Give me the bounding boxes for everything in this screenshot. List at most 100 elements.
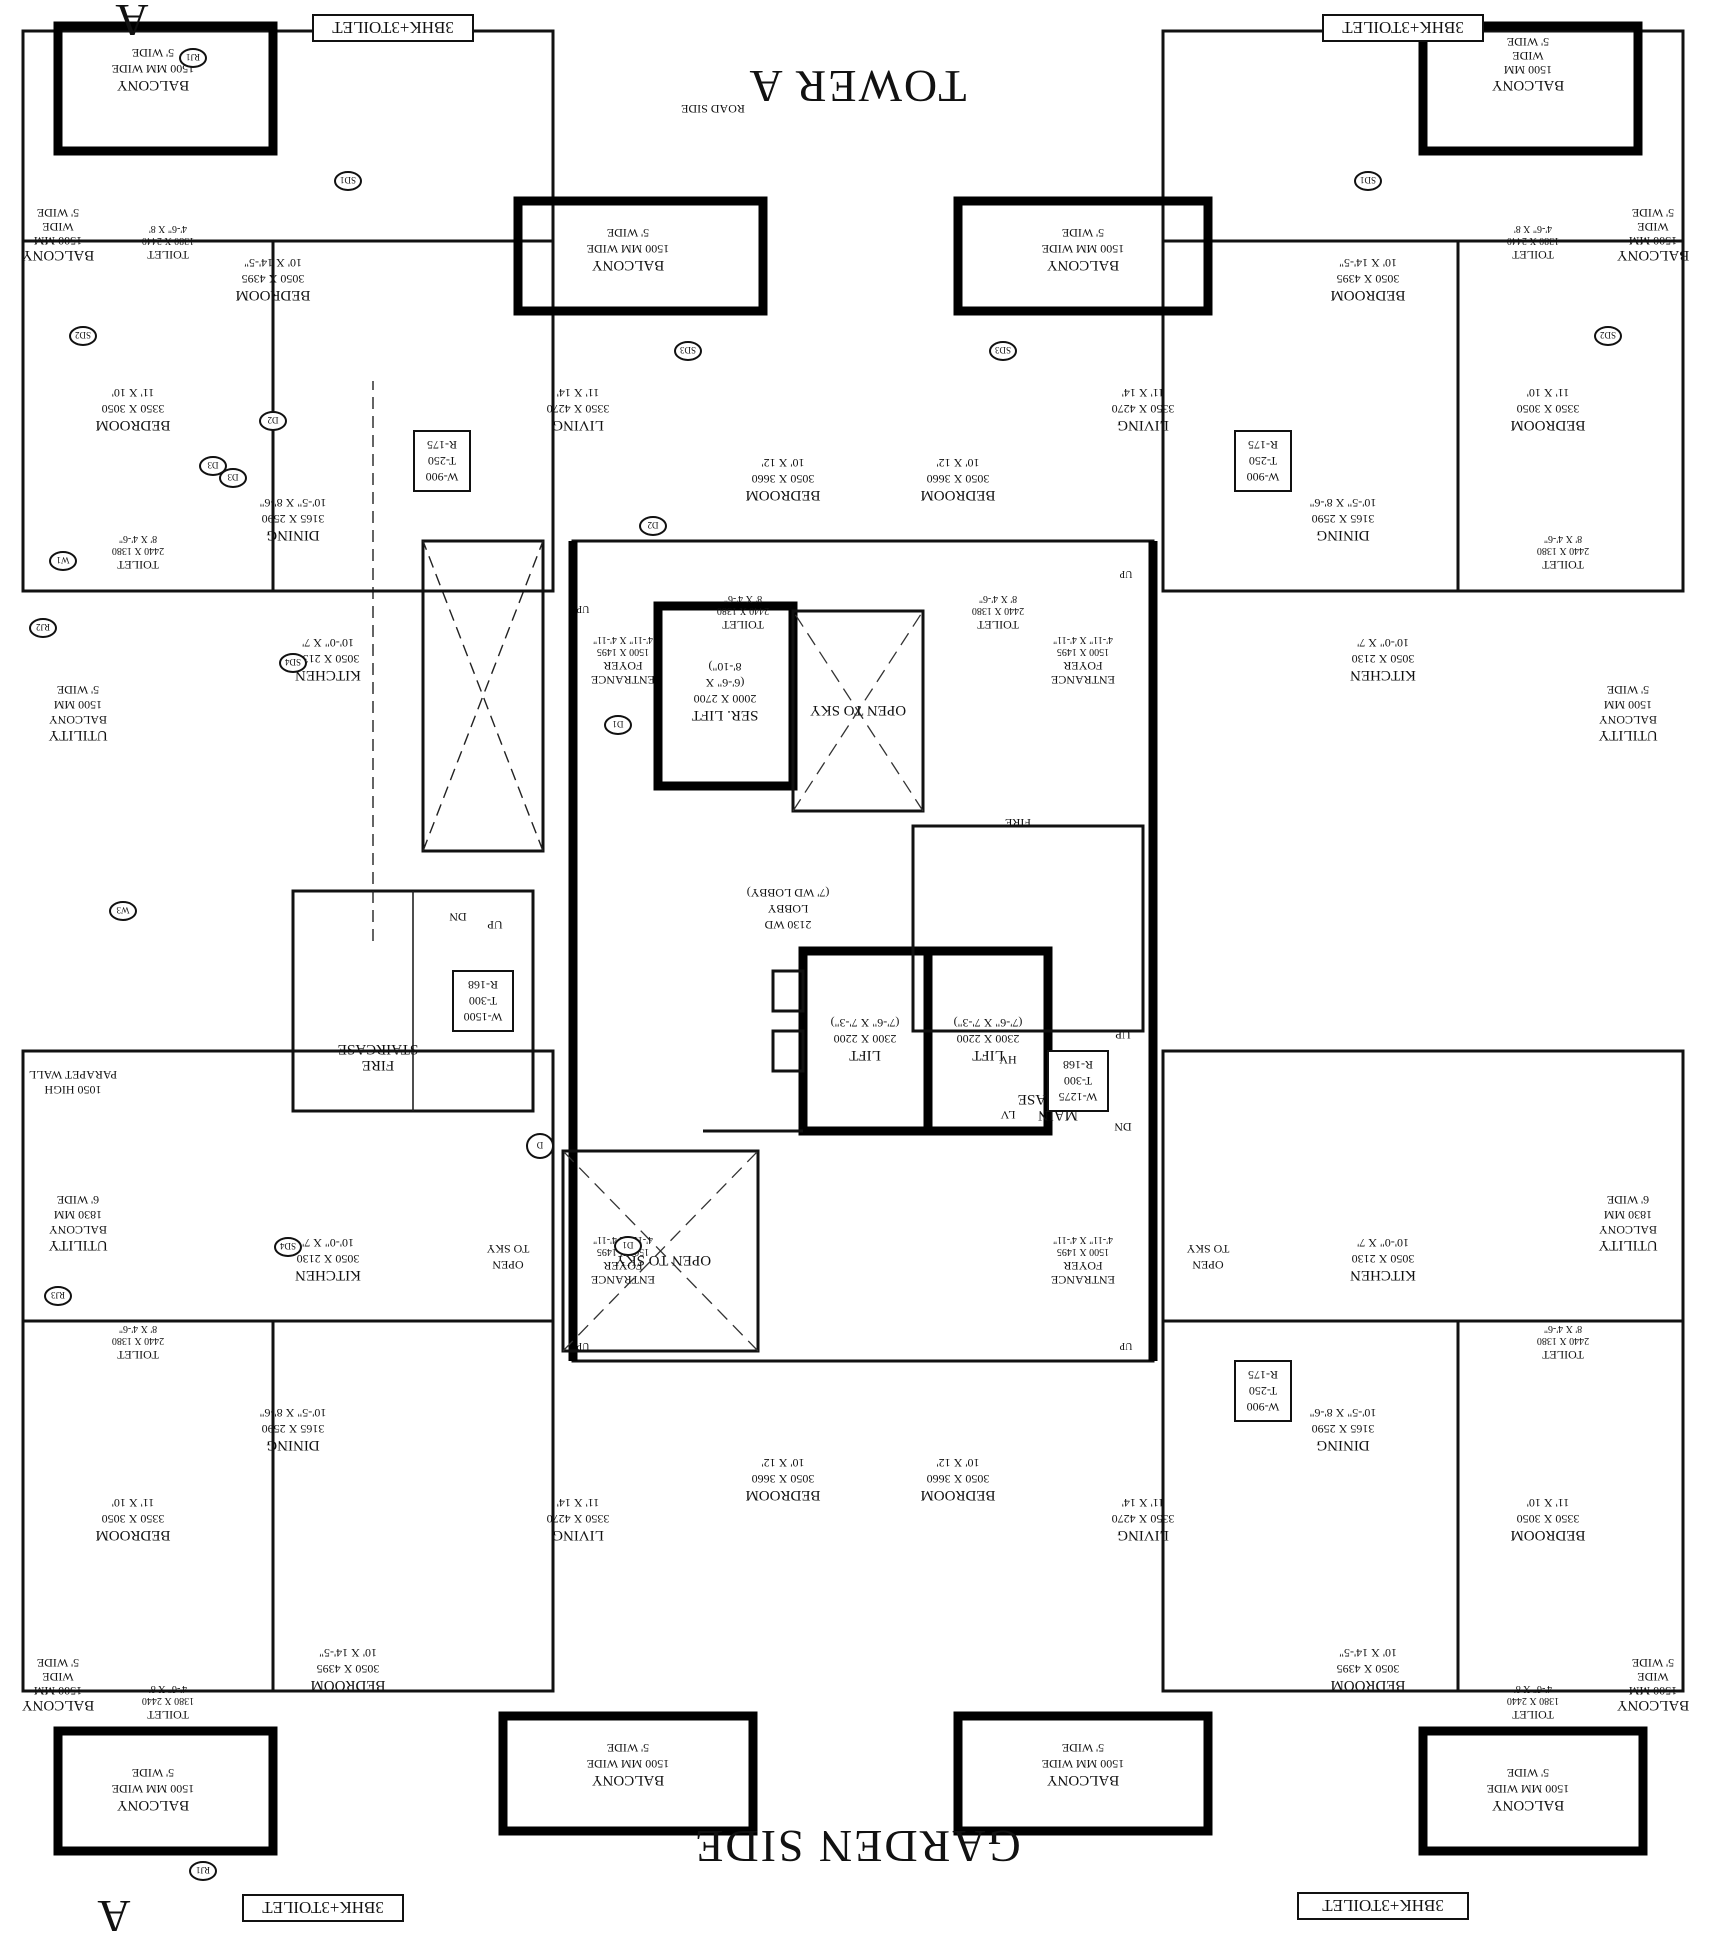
fire-staircase: FIRE STAIRCASE — [338, 1041, 418, 1073]
svg-text:3165 X 2590: 3165 X 2590 — [262, 1422, 325, 1436]
svg-text:4'-6" X 8': 4'-6" X 8' — [149, 223, 187, 234]
svg-text:R-175: R-175 — [1248, 438, 1278, 452]
svg-text:3050 X 2130: 3050 X 2130 — [297, 652, 360, 666]
bedroom-b-3: BEDROOM 3350 X 3050 11' X 10' — [95, 1496, 170, 1543]
kitchen-4: KITCHEN 3050 X 2130 10'-0" X 7' — [1350, 1236, 1416, 1283]
svg-text:BEDROOM: BEDROOM — [95, 417, 170, 433]
open-to-sky-lower: OPEN TO SKY — [615, 1252, 711, 1268]
svg-text:3165 X 2590: 3165 X 2590 — [1312, 512, 1375, 526]
svg-text:3350 X 3050: 3350 X 3050 — [102, 1512, 165, 1526]
balcony-11: BALCONY 1500 MM WIDE 5' WIDE — [22, 1656, 95, 1713]
svg-text:1500 MM: 1500 MM — [1629, 234, 1678, 248]
svg-text:D2: D2 — [648, 520, 659, 530]
utility-balcony-3: UTILITY BALCONY 1830 MM 6' WIDE — [48, 1193, 107, 1253]
svg-text:1380 X 2440: 1380 X 2440 — [142, 235, 194, 246]
svg-text:T-300: T-300 — [1064, 1074, 1092, 1088]
lobby-1: 2130 WD — [764, 918, 811, 932]
unit-tag-1: 3BHK+3TOILET — [312, 14, 474, 42]
garden-side-label: GARDEN SIDE — [693, 1821, 1020, 1872]
utility-balcony-2: UTILITY BALCONY 1500 MM 5' WIDE — [1598, 683, 1657, 743]
svg-text:WIDE: WIDE — [1512, 49, 1543, 63]
balcony-12: BALCONY 1500 MM WIDE 5' WIDE — [1617, 1656, 1690, 1713]
tag-d: D — [526, 1133, 554, 1159]
svg-text:1500 MM: 1500 MM — [1504, 63, 1553, 77]
svg-text:3050 X 3660: 3050 X 3660 — [752, 1472, 815, 1486]
up-label-5: UP — [576, 1340, 589, 1351]
up-label-3: UP — [576, 603, 589, 614]
svg-text:5' WIDE: 5' WIDE — [1607, 683, 1649, 697]
svg-text:1830 MM: 1830 MM — [54, 1208, 103, 1222]
svg-text:BALCONY: BALCONY — [22, 247, 95, 263]
dining-4: DINING 3165 X 2590 10'-5" X 8'-6" — [1310, 1406, 1377, 1453]
svg-text:FOYER: FOYER — [1063, 659, 1102, 673]
svg-text:LIVING: LIVING — [1117, 417, 1169, 433]
up-label-4: UP — [1119, 568, 1132, 579]
svg-text:BALCONY: BALCONY — [22, 1697, 95, 1713]
parapet-label-1: 1050 HIGH — [44, 1083, 101, 1097]
svg-text:DINING: DINING — [266, 1437, 319, 1453]
svg-text:4'-11" X 4'-11": 4'-11" X 4'-11" — [593, 634, 653, 645]
svg-text:ENTRANCE: ENTRANCE — [1051, 1273, 1115, 1287]
bedroom-b-4: BEDROOM 3350 X 3050 11' X 10' — [1510, 1496, 1585, 1543]
svg-text:UTILITY: UTILITY — [1598, 727, 1657, 743]
section-mark-top: A — [113, 0, 148, 46]
svg-text:LIVING: LIVING — [1117, 1527, 1169, 1543]
svg-text:2300 X 2200: 2300 X 2200 — [957, 1032, 1020, 1046]
svg-text:TOILET: TOILET — [116, 1348, 158, 1362]
open-sky-small-2: OPEN TO SKY — [1186, 1242, 1229, 1272]
svg-text:4'-6" X 8': 4'-6" X 8' — [1514, 223, 1552, 234]
svg-text:TOILET: TOILET — [1541, 558, 1583, 572]
bedroom-c-4: BEDROOM 3050 X 3660 10' X 12' — [920, 1456, 995, 1503]
svg-text:SER. LIFT: SER. LIFT — [692, 707, 759, 723]
svg-text:5' WIDE: 5' WIDE — [1062, 226, 1104, 240]
svg-text:KITCHEN: KITCHEN — [1350, 667, 1416, 683]
svg-text:4'-11" X 4'-11": 4'-11" X 4'-11" — [1053, 1234, 1113, 1245]
svg-text:W1: W1 — [57, 555, 70, 565]
svg-text:5' WIDE: 5' WIDE — [132, 46, 174, 60]
toilet-4: TOILET 2440 X 1380 8' X 4'-6" — [972, 593, 1024, 632]
bedroom-c-2: BEDROOM 3050 X 3660 10' X 12' — [920, 456, 995, 503]
svg-text:1380 X 2440: 1380 X 2440 — [1507, 235, 1559, 246]
bedroom-b-2: BEDROOM 3350 X 3050 11' X 10' — [1510, 386, 1585, 433]
svg-text:SD4: SD4 — [280, 1241, 297, 1251]
svg-text:OPEN: OPEN — [492, 1258, 524, 1272]
svg-text:LIVING: LIVING — [552, 417, 604, 433]
svg-text:BEDROOM: BEDROOM — [745, 1487, 820, 1503]
tag-rj3: RJ3 — [44, 1286, 72, 1306]
unit-tag-2: 3BHK+3TOILET — [1322, 14, 1484, 42]
svg-text:(7'-6" X 7'-3"): (7'-6" X 7'-3") — [831, 1016, 900, 1030]
living-4: LIVING 3350 X 4270 11' X 14' — [1112, 1496, 1175, 1543]
bedroom-c-3: BEDROOM 3050 X 3660 10' X 12' — [745, 1456, 820, 1503]
svg-text:3050 X 3660: 3050 X 3660 — [927, 1472, 990, 1486]
tag-d2-b: D2 — [639, 516, 667, 536]
svg-text:1500 MM: 1500 MM — [54, 698, 103, 712]
svg-text:3050 X 4395: 3050 X 4395 — [317, 1662, 380, 1676]
svg-text:RJ1: RJ1 — [186, 52, 200, 62]
svg-text:WIDE: WIDE — [42, 1670, 73, 1684]
balcony-7: BALCONY 1500 MM WIDE 5' WIDE — [1487, 1766, 1569, 1813]
bedroom-c-1: BEDROOM 3050 X 3660 10' X 12' — [745, 456, 820, 503]
svg-text:11' X 14': 11' X 14' — [557, 386, 600, 400]
svg-text:SD4: SD4 — [285, 657, 302, 667]
svg-text:10' X 14'-5": 10' X 14'-5" — [1339, 256, 1397, 270]
svg-text:BALCONY: BALCONY — [1047, 257, 1120, 273]
svg-text:BALCONY: BALCONY — [592, 257, 665, 273]
foyer-1: ENTRANCE FOYER 1500 X 1495 4'-11" X 4'-1… — [591, 634, 655, 687]
building-core — [291, 381, 1158, 1363]
open-sky-small-1: OPEN TO SKY — [486, 1242, 529, 1272]
svg-text:4'-11" X 4'-11": 4'-11" X 4'-11" — [1053, 634, 1113, 645]
svg-text:D: D — [536, 1140, 543, 1150]
lift-2: LIFT 2300 X 2200 (7'-6" X 7'-3") — [831, 1016, 900, 1063]
svg-text:1500 X 1495: 1500 X 1495 — [597, 646, 649, 657]
svg-text:RJ1: RJ1 — [196, 1865, 210, 1875]
svg-text:SD3: SD3 — [995, 345, 1012, 355]
utility-balcony-4: UTILITY BALCONY 1830 MM 6' WIDE — [1598, 1193, 1657, 1253]
tag-d1-a: D1 — [604, 715, 632, 735]
balcony-9: BALCONY 1500 MM WIDE 5' WIDE — [22, 206, 95, 263]
svg-text:R-168: R-168 — [468, 978, 498, 992]
toilet-1: TOILET 2440 X 1380 8' X 4'-6" — [112, 533, 164, 572]
svg-text:10'-0" X 7': 10'-0" X 7' — [1357, 1236, 1409, 1250]
svg-text:LIFT: LIFT — [972, 1047, 1004, 1063]
title: TOWER A — [748, 61, 967, 112]
svg-text:FOYER: FOYER — [1063, 1259, 1102, 1273]
